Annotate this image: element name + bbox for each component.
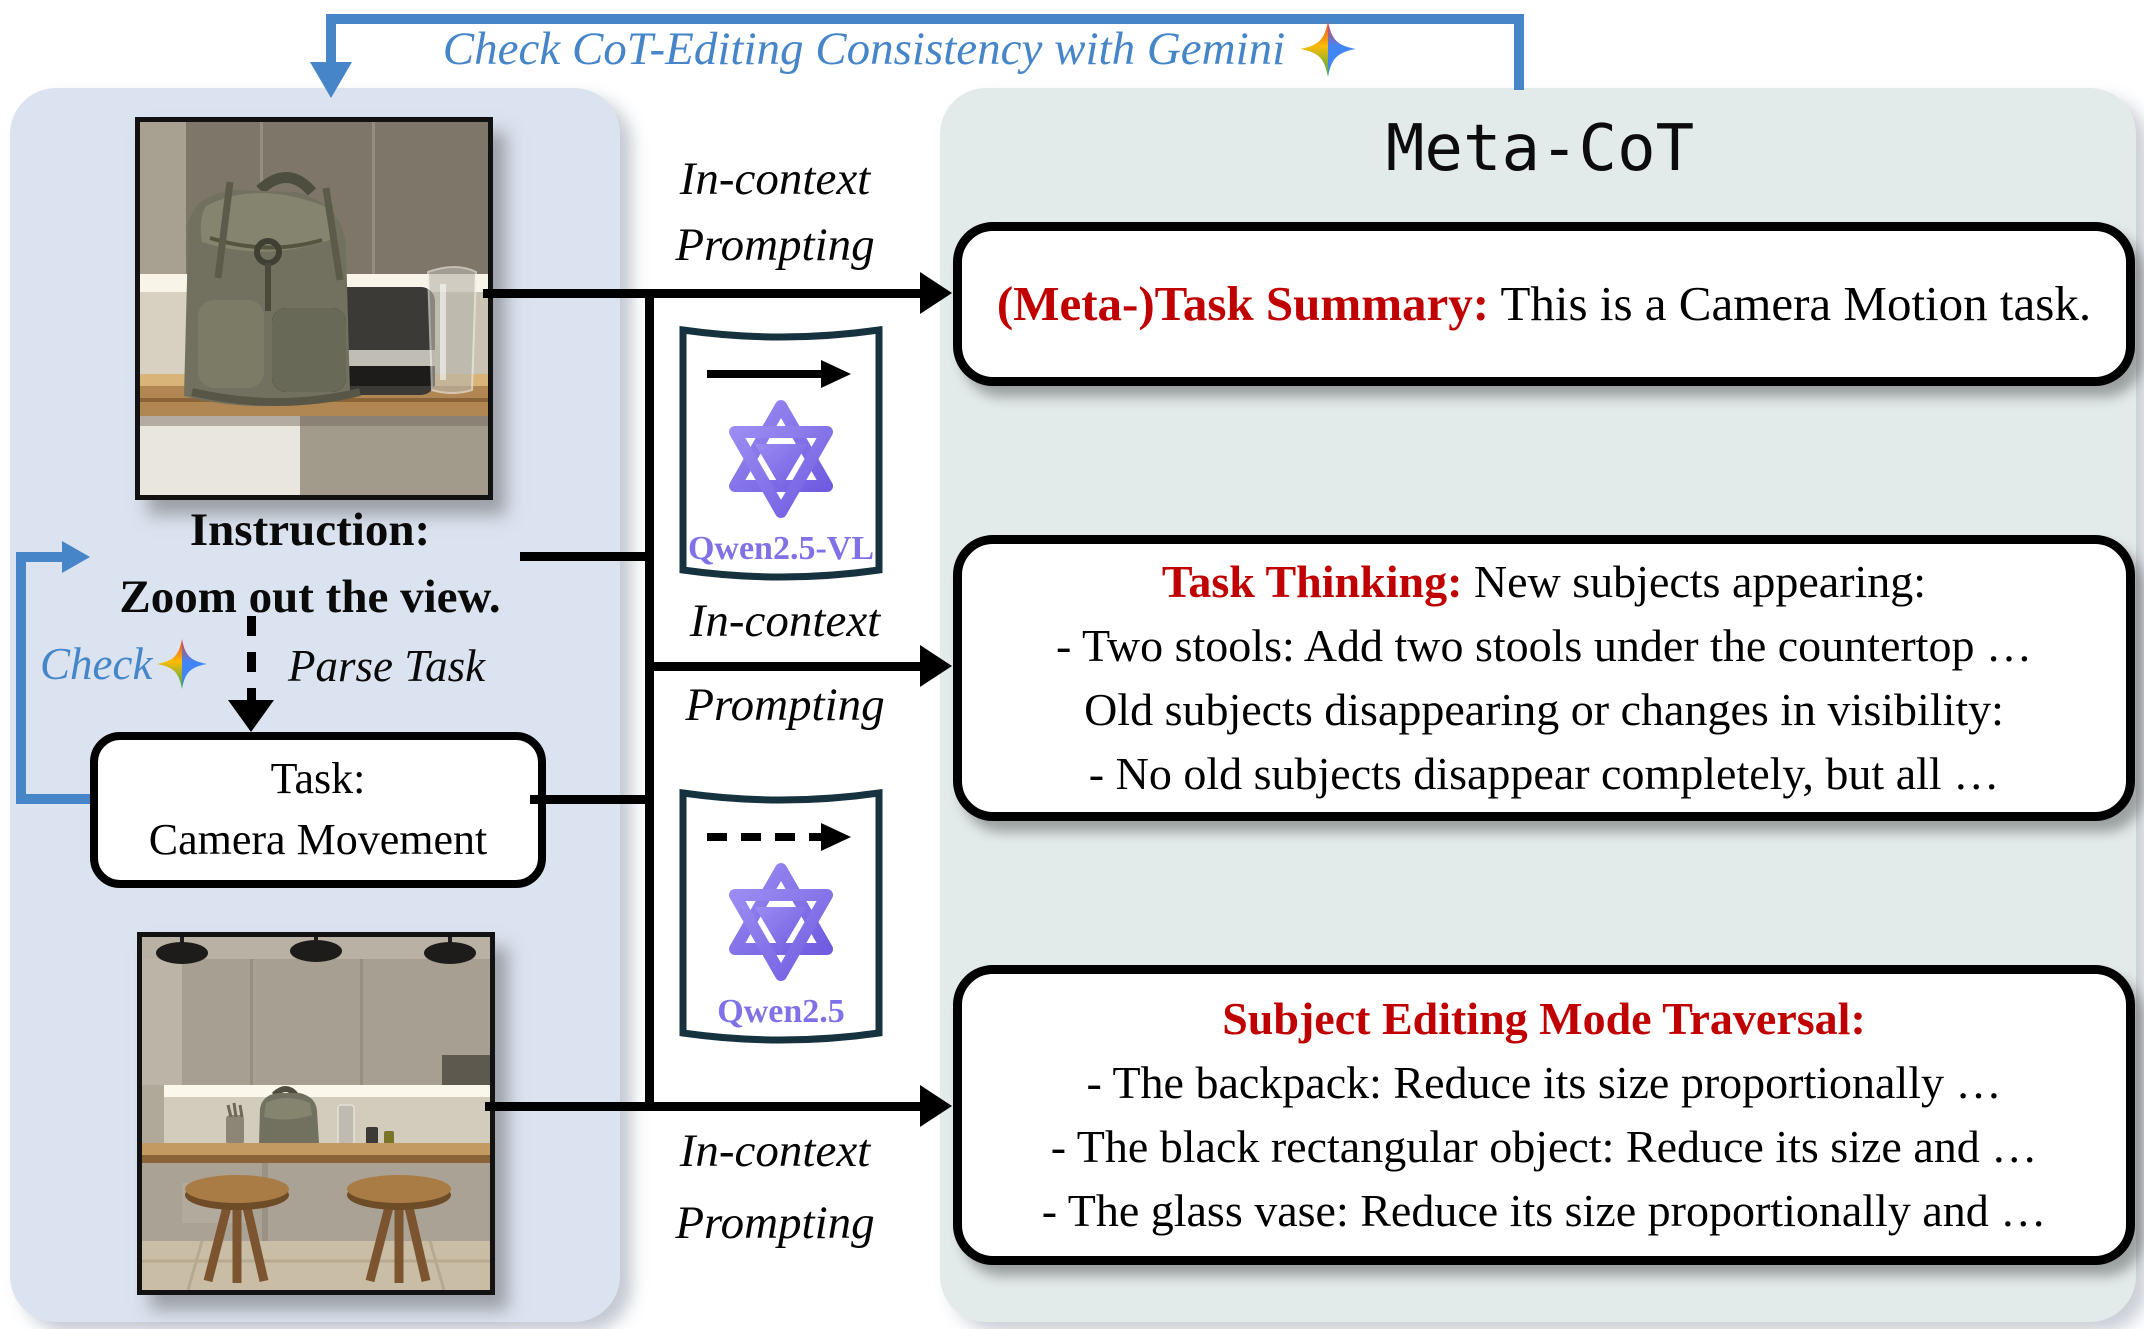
arrow-right-icon [920, 645, 952, 687]
prompting-label-3-line2: Prompting [675, 1197, 875, 1249]
task-summary-row: (Meta-)Task Summary: This is a Camera Mo… [997, 272, 2091, 336]
qwen25-label: Qwen2.5 [717, 993, 845, 1030]
task-thinking-box: Task Thinking: New subjects appearing: -… [953, 535, 2135, 821]
subject-editing-heading: Subject Editing Mode Traversal: [1222, 993, 1866, 1044]
task-thinking-row4: - No old subjects disappear completely, … [1088, 748, 2000, 799]
task-thinking-row3: Old subjects disappearing or changes in … [1084, 684, 2004, 735]
task-box-line1: Task: [270, 754, 366, 804]
zoomed-out-kitchen-illustration [142, 937, 490, 1290]
task-box: Task: Camera Movement [90, 732, 546, 888]
arrow-down-icon [310, 62, 352, 98]
check-loop-line-top [16, 552, 64, 562]
connector-trunk-to-thinking [645, 662, 920, 671]
check-text: Check [40, 639, 153, 689]
task-thinking-heading: Task Thinking: [1161, 556, 1463, 607]
check-loop-line-bottom [16, 794, 92, 804]
parse-task-label: Parse Task [288, 641, 486, 691]
connector-source-to-summary [483, 289, 920, 298]
task-summary-heading: (Meta-)Task Summary: [996, 276, 1490, 331]
consistency-loop-line-right [1514, 14, 1524, 90]
connector-result-to-traversal [485, 1102, 920, 1111]
check-label: Check [40, 638, 208, 690]
arrow-right-icon [62, 541, 90, 573]
connector-trunk-vertical [645, 289, 654, 1111]
source-image [135, 117, 493, 500]
parse-task-dashed-line [247, 616, 256, 700]
connector-instruction-to-trunk [520, 552, 650, 561]
task-thinking-row2: - Two stools: Add two stools under the c… [1056, 620, 2032, 671]
subject-editing-row2: - The backpack: Reduce its size proporti… [1086, 1057, 2002, 1108]
consistency-loop-text: Check CoT-Editing Consistency with Gemin… [442, 23, 1286, 75]
prompting-label-3-line1: In-context [679, 1125, 871, 1177]
qwen-logo-icon [729, 400, 833, 518]
task-thinking-row1-text: New subjects appearing: [1462, 556, 1927, 607]
task-summary-box: (Meta-)Task Summary: This is a Camera Mo… [953, 222, 2135, 386]
check-loop-line-vertical [16, 552, 26, 804]
prompting-label-2-line2: Prompting [685, 679, 885, 731]
consistency-loop-line-left [326, 14, 336, 64]
subject-editing-box: Subject Editing Mode Traversal: - The ba… [953, 965, 2135, 1265]
task-summary-text: This is a Camera Motion task. [1489, 276, 2092, 331]
backpack-counter-illustration [140, 122, 488, 495]
arrow-right-icon [920, 1085, 952, 1127]
qwen25-vl-label: Qwen2.5-VL [687, 530, 875, 567]
gemini-star-icon [1299, 20, 1357, 78]
result-image [137, 932, 495, 1295]
meta-cot-title: Meta-CoT [1385, 112, 1695, 186]
subject-editing-row4: - The glass vase: Reduce its size propor… [1041, 1185, 2047, 1236]
task-thinking-row1: Task Thinking: New subjects appearing: [1162, 550, 1926, 614]
qwen-logo-icon [729, 863, 833, 981]
subject-editing-row3: - The black rectangular object: Reduce i… [1050, 1121, 2038, 1172]
prompting-label-2-line1: In-context [689, 595, 881, 647]
arrow-right-icon [920, 272, 952, 314]
qwen25-vl-model-box: Qwen2.5-VL [675, 320, 887, 584]
prompting-label-1-line2: Prompting [675, 219, 875, 271]
consistency-loop-line-top [326, 14, 1524, 24]
gemini-star-icon [156, 638, 208, 690]
consistency-loop-label: Check CoT-Editing Consistency with Gemin… [340, 20, 1460, 78]
prompting-label-1-line1: In-context [679, 153, 871, 205]
qwen25-model-box: Qwen2.5 [675, 783, 887, 1047]
task-box-line2: Camera Movement [148, 815, 488, 864]
connector-task-to-trunk [530, 795, 650, 804]
instruction-text: Zoom out the view. [119, 571, 501, 623]
dashed-arrow-icon [707, 823, 851, 851]
solid-arrow-icon [707, 360, 851, 388]
instruction-heading: Instruction: [189, 504, 431, 556]
arrow-down-icon [228, 700, 274, 732]
